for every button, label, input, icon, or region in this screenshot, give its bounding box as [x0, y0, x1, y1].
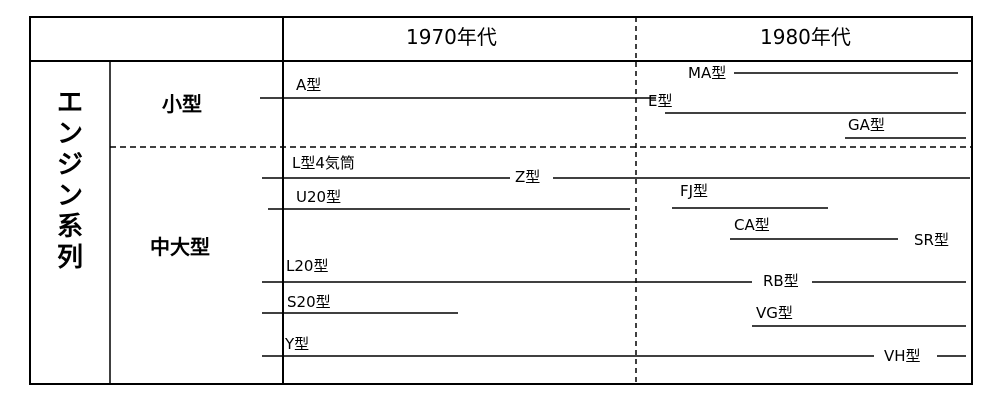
engine-label-ca: CA型 [734, 216, 770, 234]
engine-label-vh: VH型 [884, 347, 921, 365]
engine-label-l4: L型4気筒 [292, 154, 355, 172]
engine-label-l20: L20型 [286, 257, 329, 275]
engine-label-ma: MA型 [688, 64, 727, 82]
engine-label-rb: RB型 [763, 272, 799, 290]
category-medium-large: 中大型 [150, 235, 210, 259]
engine-label-y: Y型 [285, 335, 310, 353]
side-label-engine-series: エ ン ジ ン 系 列 [55, 88, 85, 274]
side-label-char: 系 [56, 212, 83, 242]
side-label-char: ジ [56, 150, 83, 180]
header-1980s: 1980年代 [760, 25, 851, 49]
engine-label-a: A型 [296, 76, 322, 94]
engine-label-sr: SR型 [914, 231, 949, 249]
category-small: 小型 [162, 92, 202, 116]
engine-label-s20: S20型 [287, 293, 331, 311]
engine-label-fj: FJ型 [680, 182, 709, 200]
engine-label-z: Z型 [515, 168, 541, 186]
side-label-char: 列 [56, 243, 83, 273]
header-1970s: 1970年代 [406, 25, 497, 49]
table-border [29, 16, 973, 385]
side-label-char: ン [56, 119, 83, 149]
engine-label-u20: U20型 [296, 188, 342, 206]
engine-label-e: E型 [648, 92, 673, 110]
engine-label-ga: GA型 [848, 116, 885, 134]
engine-label-vg: VG型 [756, 304, 793, 322]
side-label-char: エ [56, 88, 83, 118]
side-label-char: ン [56, 181, 83, 211]
